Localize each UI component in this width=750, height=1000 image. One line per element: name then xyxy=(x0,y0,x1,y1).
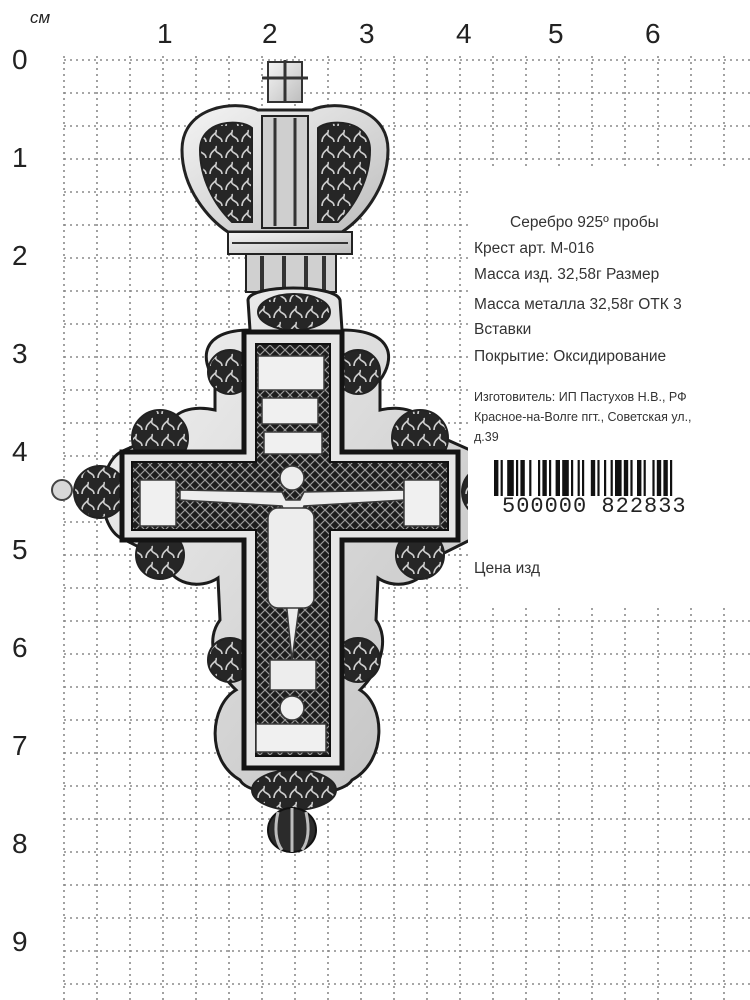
barcode xyxy=(494,460,673,496)
ruler-y-label: 6 xyxy=(12,632,28,663)
barcode-bar xyxy=(637,460,642,496)
tag-material: Серебро 925º пробы xyxy=(510,214,659,231)
barcode-bar xyxy=(577,460,580,496)
barcode-bar xyxy=(663,460,668,496)
barcode-bar xyxy=(549,460,552,496)
barcode-bar xyxy=(643,460,646,496)
product-tag: Серебро 925º пробы Крест арт. М-016 Масс… xyxy=(468,168,750,608)
ruler-x-label: 4 xyxy=(456,18,472,49)
barcode-bar xyxy=(516,460,519,496)
crown-top xyxy=(180,60,390,293)
barcode-bar xyxy=(507,460,514,496)
tag-manufacturer-line: д.39 xyxy=(474,430,499,444)
ruler-unit-label: см xyxy=(30,8,51,27)
tag-manufacturer-line: Красное-на-Волге пгт., Советская ул., xyxy=(474,410,692,424)
ruler-y-label: 4 xyxy=(12,436,28,467)
ruler-y-label: 3 xyxy=(12,338,28,369)
ruler-x-label: 3 xyxy=(359,18,375,49)
barcode-bar xyxy=(582,460,585,496)
barcode-bar xyxy=(555,460,560,496)
barcode-bar xyxy=(604,460,607,496)
barcode-bar xyxy=(494,460,499,496)
ruler-y-label: 1 xyxy=(12,142,28,173)
ruler-y-label: 0 xyxy=(12,44,28,75)
barcode-bar xyxy=(500,460,503,496)
tag-manufacturer-line: Изготовитель: ИП Пастухов Н.В., РФ xyxy=(474,390,687,404)
barcode-bar xyxy=(562,460,569,496)
barcode-bar xyxy=(615,460,622,496)
barcode-bar xyxy=(610,460,613,496)
ruler-x-label: 5 xyxy=(548,18,564,49)
tag-inserts: Вставки xyxy=(474,321,532,338)
ruler-x-label: 1 xyxy=(157,18,173,49)
barcode-bar xyxy=(520,460,525,496)
ruler-y-label: 7 xyxy=(12,730,28,761)
tag-coating: Покрытие: Оксидирование xyxy=(474,348,667,365)
cross-pendant xyxy=(51,286,527,853)
barcode-bar xyxy=(590,460,596,496)
barcode-bar xyxy=(670,460,673,496)
barcode-bar xyxy=(571,460,574,496)
barcode-bar xyxy=(630,460,633,496)
barcode-number: 500000 822833 xyxy=(502,494,687,519)
barcode-bar xyxy=(652,460,655,496)
barcode-bar xyxy=(656,460,662,496)
tag-price: Цена изд xyxy=(474,560,541,577)
barcode-bar xyxy=(542,460,547,496)
barcode-bar xyxy=(538,460,541,496)
ruler-x-label: 2 xyxy=(262,18,278,49)
ruler-y-label: 5 xyxy=(12,534,28,565)
ruler-y-label: 2 xyxy=(12,240,28,271)
ruler-x-label: 6 xyxy=(645,18,661,49)
tag-mass: Масса изд. 32,58г Размер xyxy=(474,266,660,283)
barcode-bar xyxy=(623,460,629,496)
barcode-bar xyxy=(529,460,532,496)
tag-metal-mass: Масса металла 32,58г ОТК 3 xyxy=(474,296,682,313)
barcode-bar xyxy=(597,460,600,496)
ruler-y-label: 8 xyxy=(12,828,28,859)
tag-article: Крест арт. М-016 xyxy=(474,240,595,257)
ruler-y-label: 9 xyxy=(12,926,28,957)
